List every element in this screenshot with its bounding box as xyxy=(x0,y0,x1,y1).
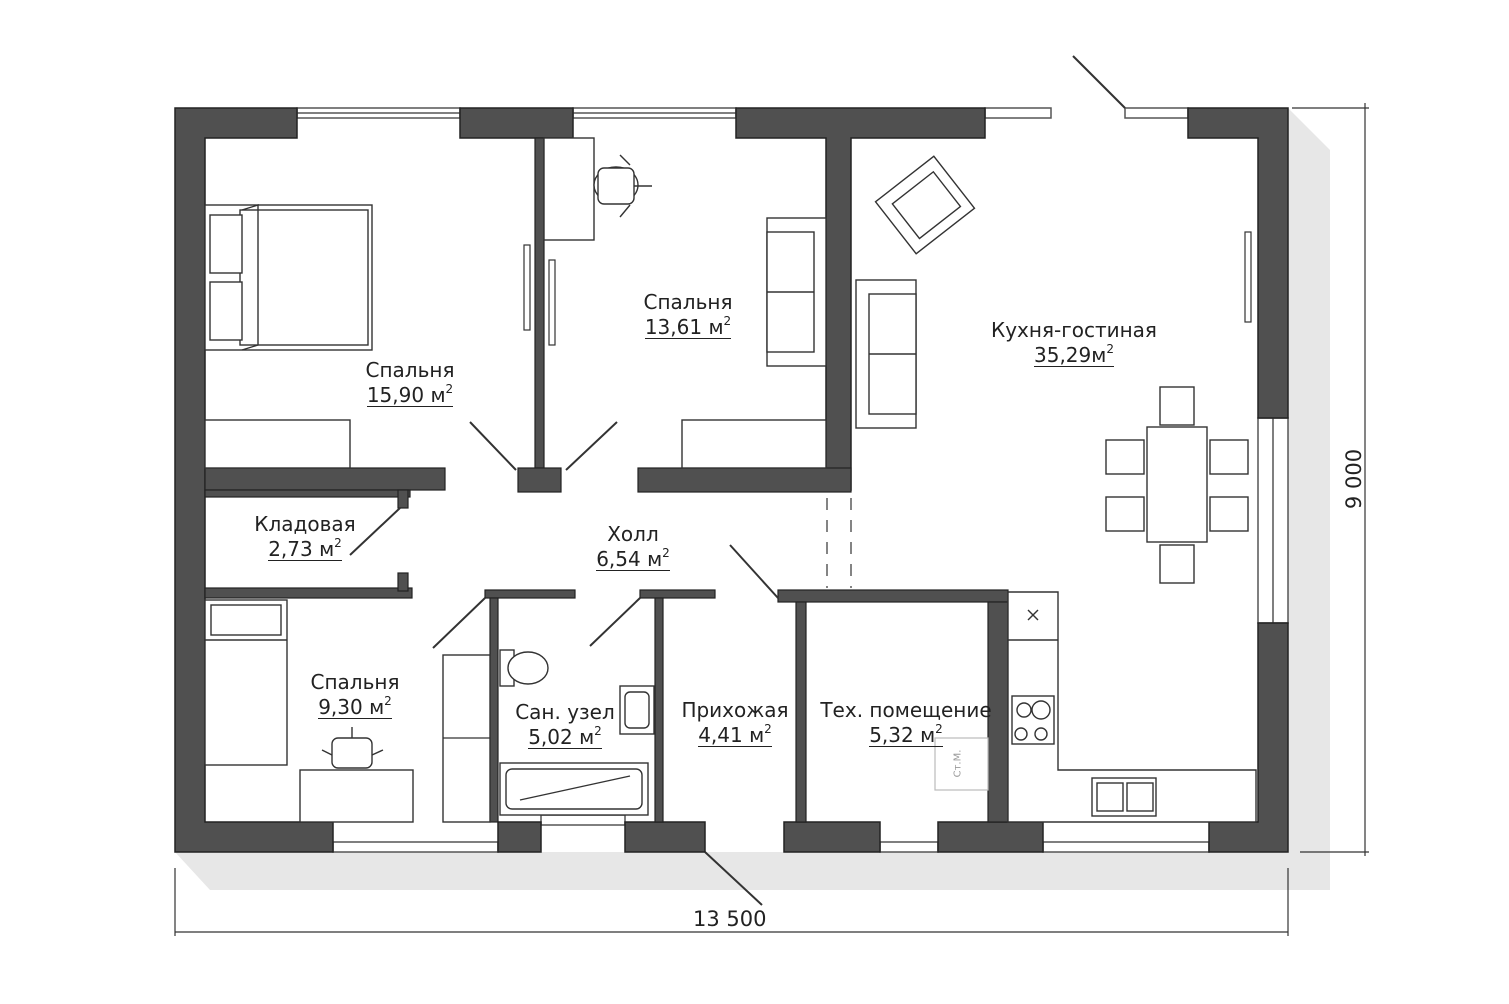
room-area: 15,90 м2 xyxy=(366,382,454,407)
exterior-walls xyxy=(174,107,1289,853)
room-label-hall: Холл 6,54 м2 xyxy=(573,522,693,572)
bathroom-fixtures xyxy=(499,649,655,816)
armchair xyxy=(874,155,976,255)
room-area: 6,54 м2 xyxy=(596,546,670,571)
room-label-bedroom-3: Спальня 9,30 м2 xyxy=(290,670,420,720)
interior-walls xyxy=(204,137,1009,823)
room-name: Прихожая xyxy=(681,698,789,722)
sofa-2 xyxy=(766,217,827,367)
wardrobe-2 xyxy=(681,419,827,469)
room-area: 5,02 м2 xyxy=(528,724,602,749)
room-area: 35,29м2 xyxy=(1034,342,1114,367)
double-bed xyxy=(204,204,373,351)
room-label-entrance: Прихожая 4,41 м2 xyxy=(668,698,802,748)
room-area: 13,61 м2 xyxy=(644,314,732,339)
desk-chair-2 xyxy=(543,137,652,241)
height-dimension: 9 000 xyxy=(1342,448,1366,510)
washing-machine xyxy=(934,737,989,791)
room-area: 4,41 м2 xyxy=(698,722,772,747)
room-label-bedroom-2: Спальня 13,61 м2 xyxy=(623,290,753,340)
room-label-bathroom: Сан. узел 5,02 м2 xyxy=(500,700,630,750)
width-dimension: 13 500 xyxy=(693,907,767,931)
room-area: 2,73 м2 xyxy=(268,536,342,561)
room-area: 9,30 м2 xyxy=(318,694,392,719)
dining-table xyxy=(1105,386,1249,584)
room-label-kitchen-living: Кухня-гостиная 35,29м2 xyxy=(964,318,1184,368)
room-area: 5,32 м2 xyxy=(869,722,943,747)
room-name: Тех. помещение xyxy=(820,698,992,722)
desk-chair-3 xyxy=(299,727,414,823)
room-name: Сан. узел xyxy=(515,700,615,724)
room-name: Холл xyxy=(607,522,659,546)
room-label-tech-room: Тех. помещение 5,32 м2 xyxy=(806,698,1006,748)
room-name: Спальня xyxy=(310,670,400,694)
wardrobe-doors xyxy=(523,231,1252,346)
room-label-storage: Кладовая 2,73 м2 xyxy=(235,512,375,562)
sofa-living xyxy=(855,279,917,429)
single-bed xyxy=(204,599,288,766)
room-label-bedroom-1: Спальня 15,90 м2 xyxy=(345,358,475,408)
room-name: Спальня xyxy=(365,358,455,382)
room-name: Кухня-гостиная xyxy=(991,318,1157,342)
kitchen-counter xyxy=(1007,591,1257,823)
wardrobe-1 xyxy=(204,419,351,469)
room-name: Спальня xyxy=(643,290,733,314)
washer-label: Ст.М. xyxy=(952,749,964,778)
doors xyxy=(349,55,1126,906)
dimension-lines xyxy=(174,103,1369,936)
room-name: Кладовая xyxy=(254,512,356,536)
